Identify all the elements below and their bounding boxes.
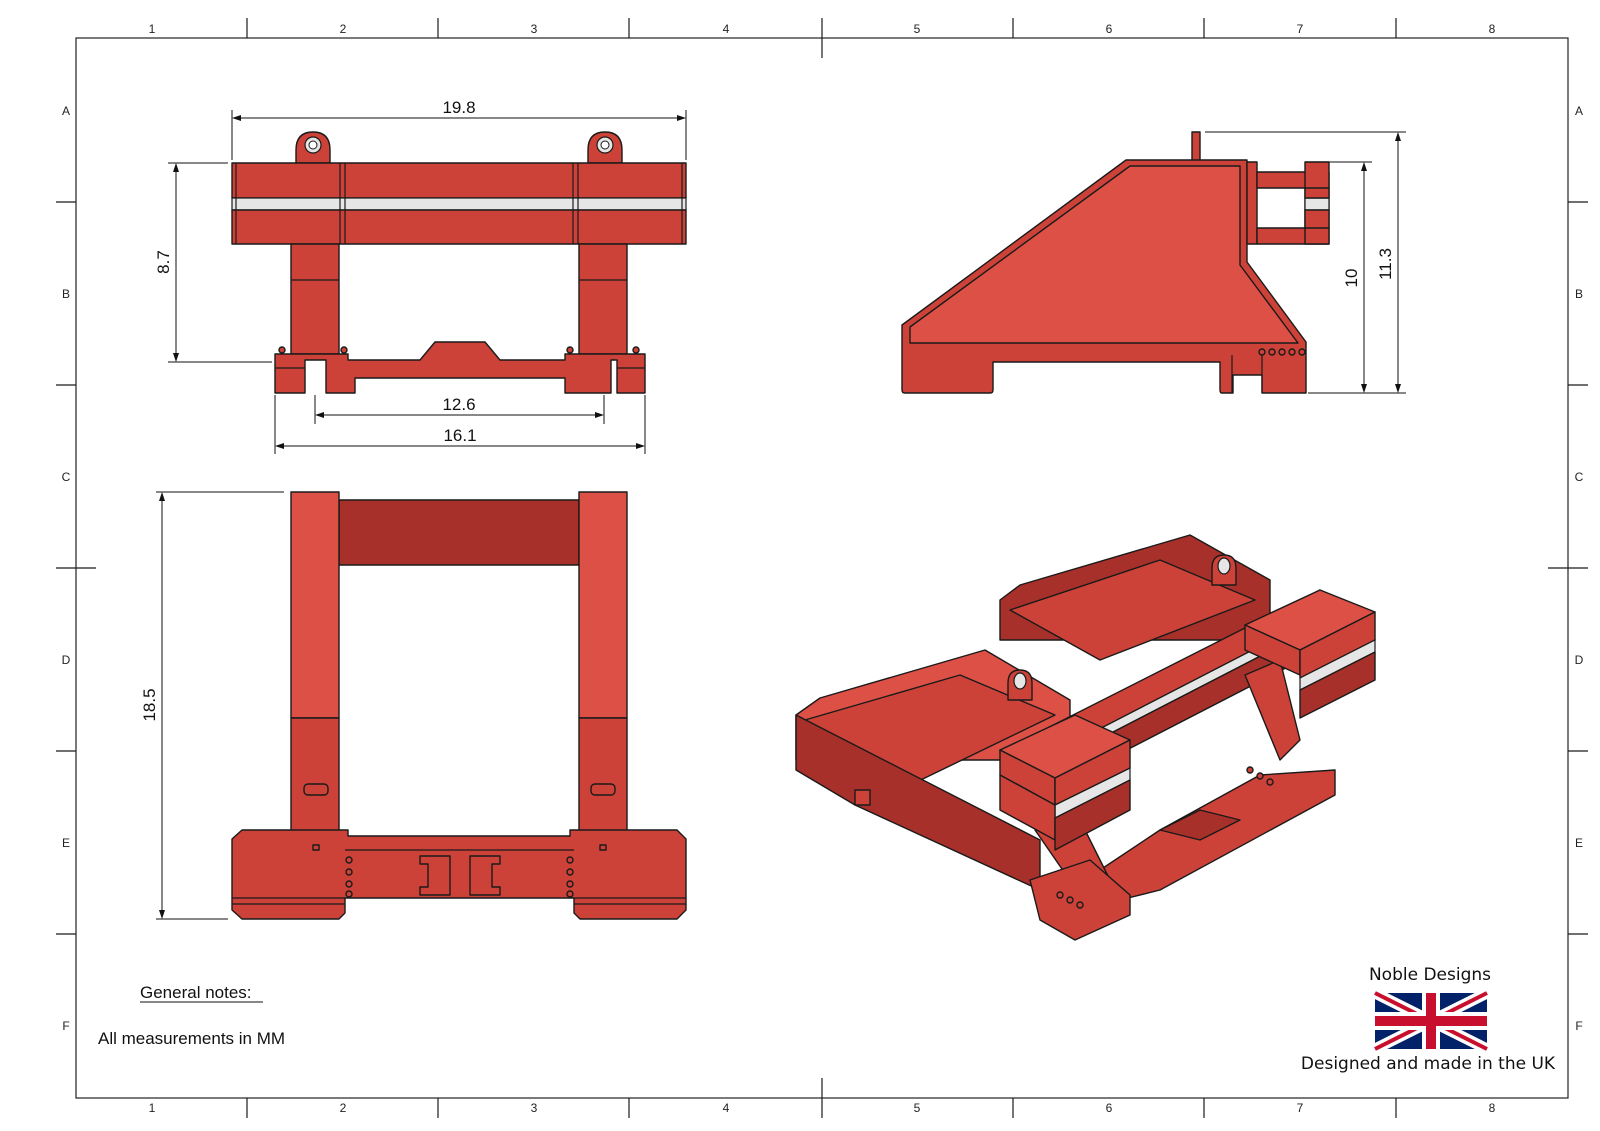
zone-col-4: 4 <box>723 22 730 36</box>
dimension-plan-depth: 18.5 <box>140 491 284 920</box>
dim-label-side-total-height: 11.3 <box>1376 248 1395 280</box>
zone-row-f-right: F <box>1575 1019 1582 1033</box>
zone-row-d: D <box>62 653 71 667</box>
front-view: 19.8 8.7 12.6 16.1 <box>154 98 687 454</box>
dimension-top-width: 19.8 <box>231 98 687 160</box>
zone-row-d-right: D <box>1575 653 1584 667</box>
side-clamp <box>1246 161 1330 245</box>
leg-left <box>290 243 340 355</box>
dimension-side-inner-height: 10 <box>1305 161 1406 394</box>
zone-col-6: 6 <box>1106 22 1113 36</box>
dim-label-top-width: 19.8 <box>442 98 475 117</box>
zone-col-6-bottom: 6 <box>1106 1101 1113 1115</box>
plan-rail-right-lower <box>578 717 628 837</box>
dim-label-plan-depth: 18.5 <box>140 688 159 721</box>
lifting-eye-left <box>295 131 331 164</box>
base-frame-front <box>274 341 646 394</box>
dimension-inner-span: 12.6 <box>314 395 605 424</box>
zone-row-c-right: C <box>1575 470 1584 484</box>
dim-label-inner-span: 12.6 <box>442 395 475 414</box>
zone-col-3: 3 <box>531 22 538 36</box>
notes-units: All measurements in MM <box>98 1029 285 1048</box>
plan-rail-left-lower <box>290 717 340 837</box>
zone-row-b-right: B <box>1575 287 1583 301</box>
dimension-side-total-height: 11.3 <box>1205 131 1406 393</box>
zone-col-8-bottom: 8 <box>1489 1101 1496 1115</box>
plan-slot-left <box>303 783 329 796</box>
zone-row-a-right: A <box>1575 104 1583 118</box>
top-beam <box>231 162 687 245</box>
dimension-top-height: 8.7 <box>154 162 272 363</box>
side-view: 10 11.3 <box>901 131 1406 394</box>
plan-view: 18.5 <box>140 491 687 920</box>
plan-base <box>231 829 687 920</box>
dim-label-top-height: 8.7 <box>154 250 173 274</box>
zone-col-7: 7 <box>1297 22 1304 36</box>
branding: Noble Designs Designed and made in the U… <box>1301 965 1556 1074</box>
zone-col-2-bottom: 2 <box>340 1101 347 1115</box>
zone-col-1: 1 <box>149 22 156 36</box>
side-panel <box>909 165 1299 344</box>
company-tagline: Designed and made in the UK <box>1301 1054 1556 1074</box>
plan-cross-beam <box>338 499 580 566</box>
zone-row-e-right: E <box>1575 836 1583 850</box>
company-name: Noble Designs <box>1369 965 1491 985</box>
dim-label-base-width: 16.1 <box>443 426 476 445</box>
leg-right <box>578 243 628 355</box>
union-jack-flag-icon <box>1372 988 1490 1054</box>
dimension-base-width: 16.1 <box>274 395 646 454</box>
zone-row-e: E <box>62 836 70 850</box>
zone-col-8: 8 <box>1489 22 1496 36</box>
plan-rail-right-upper <box>578 491 628 719</box>
iso-eye-rear <box>1211 554 1237 586</box>
isometric-view <box>795 534 1376 941</box>
iso-eye-front <box>1007 669 1033 701</box>
drawing-frame: 1 2 3 4 5 6 7 8 1 2 3 4 5 6 7 8 A B C D … <box>56 18 1588 1118</box>
iso-clamp-front <box>999 714 1131 851</box>
zone-col-5-bottom: 5 <box>914 1101 921 1115</box>
dim-label-side-inner-height: 10 <box>1342 269 1361 288</box>
zone-row-c: C <box>62 470 71 484</box>
zone-col-3-bottom: 3 <box>531 1101 538 1115</box>
zone-col-2: 2 <box>340 22 347 36</box>
general-notes: General notes: All measurements in MM <box>98 983 285 1048</box>
notes-heading: General notes: <box>140 983 252 1002</box>
zone-row-b: B <box>62 287 70 301</box>
zone-col-4-bottom: 4 <box>723 1101 730 1115</box>
zone-col-1-bottom: 1 <box>149 1101 156 1115</box>
side-lug <box>1191 131 1201 162</box>
zone-row-a: A <box>62 104 70 118</box>
zone-row-f: F <box>62 1019 69 1033</box>
plan-slot-right <box>590 783 616 796</box>
zone-col-5: 5 <box>914 22 921 36</box>
plan-rail-left-upper <box>290 491 340 719</box>
lifting-eye-right <box>587 131 623 164</box>
iso-clamp-rear <box>1244 589 1376 719</box>
zone-col-7-bottom: 7 <box>1297 1101 1304 1115</box>
